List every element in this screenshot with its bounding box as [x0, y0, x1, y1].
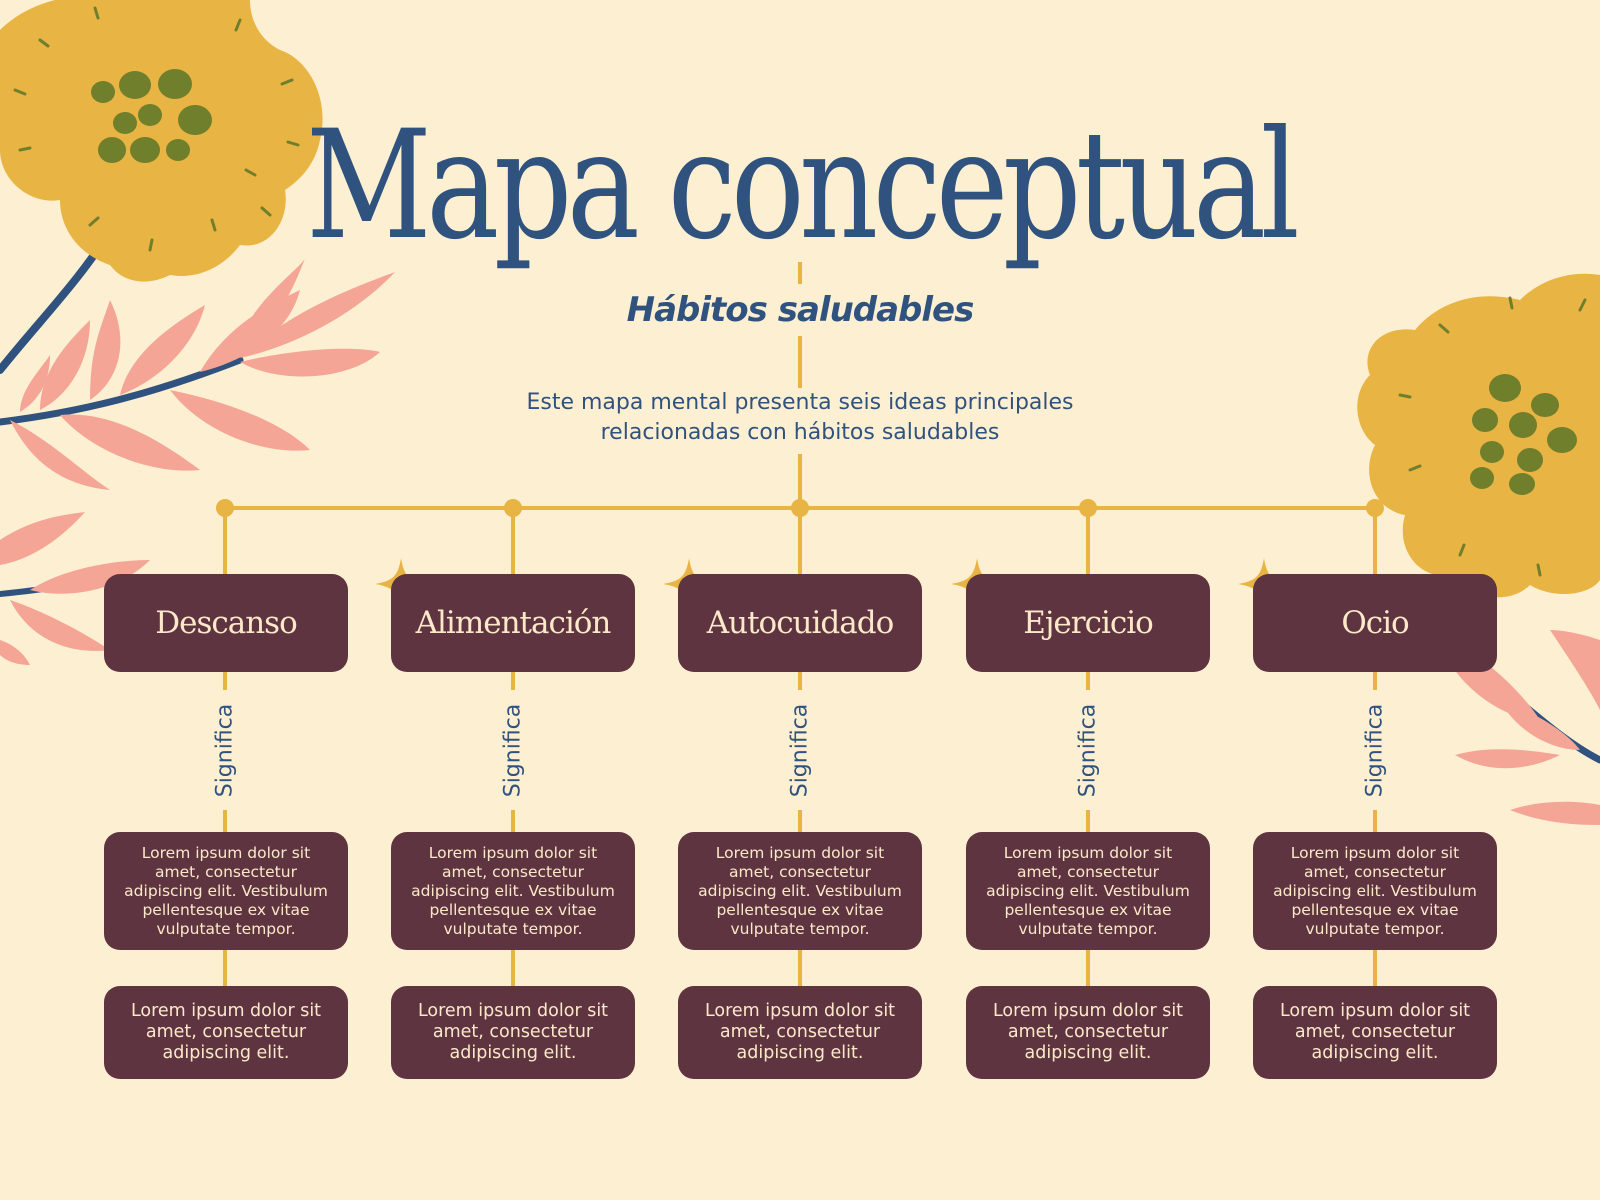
relation-label: Significa: [783, 690, 817, 810]
concept-detail-box: Lorem ipsum dolor sit amet, consectetur …: [391, 832, 635, 950]
relation-label: Significa: [208, 690, 242, 810]
relation-label-text: Significa: [1362, 703, 1388, 797]
relation-label: Significa: [1358, 690, 1392, 810]
relation-label-text: Significa: [212, 703, 238, 797]
concept-node: Autocuidado: [678, 574, 922, 672]
relation-label: Significa: [496, 690, 530, 810]
concept-note-box: Lorem ipsum dolor sit amet, consectetur …: [104, 986, 348, 1079]
relation-label-text: Significa: [787, 703, 813, 797]
concept-note-box: Lorem ipsum dolor sit amet, consectetur …: [678, 986, 922, 1079]
relation-label-text: Significa: [1075, 703, 1101, 797]
concept-node: Alimentación: [391, 574, 635, 672]
page-subtitle: Hábitos saludables: [500, 284, 1100, 336]
relation-label-text: Significa: [500, 703, 526, 797]
concept-note-box: Lorem ipsum dolor sit amet, consectetur …: [1253, 986, 1497, 1079]
concept-detail-box: Lorem ipsum dolor sit amet, consectetur …: [966, 832, 1210, 950]
relation-label: Significa: [1071, 690, 1105, 810]
concept-note-box: Lorem ipsum dolor sit amet, consectetur …: [391, 986, 635, 1079]
concept-detail-box: Lorem ipsum dolor sit amet, consectetur …: [1253, 832, 1497, 950]
concept-detail-box: Lorem ipsum dolor sit amet, consectetur …: [104, 832, 348, 950]
concept-note-box: Lorem ipsum dolor sit amet, consectetur …: [966, 986, 1210, 1079]
concept-detail-box: Lorem ipsum dolor sit amet, consectetur …: [678, 832, 922, 950]
concept-node: Descanso: [104, 574, 348, 672]
page-description: Este mapa mental presenta seis ideas pri…: [480, 388, 1120, 454]
flower-right-icon: [1357, 273, 1600, 598]
flower-top-left-icon: [0, 0, 323, 282]
page-title: Mapa conceptual: [305, 99, 1300, 273]
concept-node: Ejercicio: [966, 574, 1210, 672]
connector-dots: [216, 499, 1384, 517]
concept-node: Ocio: [1253, 574, 1497, 672]
leaf-cluster-left-icon: [0, 258, 395, 665]
